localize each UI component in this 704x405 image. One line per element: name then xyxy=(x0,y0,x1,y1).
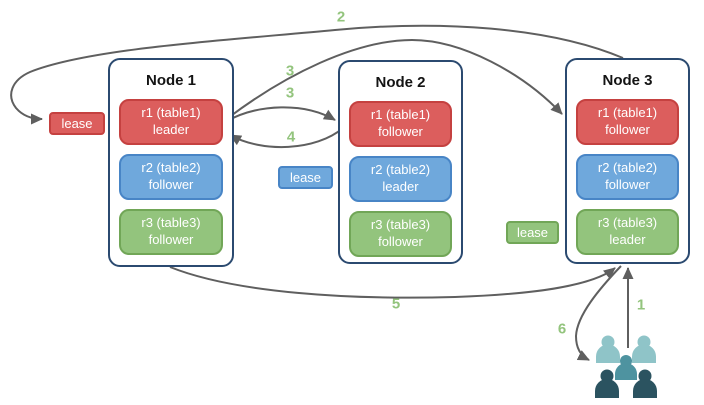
node-2-replica-r2: r2 (table2) leader xyxy=(349,156,452,202)
replica-role: leader xyxy=(152,122,190,137)
arrow-step-5 xyxy=(169,266,616,299)
node-3-replica-r1: r1 (table1) follower xyxy=(576,99,679,145)
replica-role: leader xyxy=(382,179,419,194)
replica-role: leader xyxy=(609,232,646,247)
replica-role: follower xyxy=(605,122,650,137)
node-1-replica-r2: r2 (table2) follower xyxy=(119,154,223,200)
arrow-step-6 xyxy=(574,265,622,361)
step-label-6: 6 xyxy=(557,320,567,338)
replica-label: r3 (table3) xyxy=(141,215,201,231)
node-3-replica-r2: r2 (table2) follower xyxy=(576,154,679,200)
arrow-step-2 xyxy=(10,24,624,125)
replica-role: follower xyxy=(148,177,194,192)
lease-badge-red: lease xyxy=(49,112,105,135)
step-label-1: 1 xyxy=(636,296,646,314)
node-2-replica-r1: r1 (table1) follower xyxy=(349,101,452,147)
replica-role: follower xyxy=(148,232,194,247)
arrow-step-3-to-node3 xyxy=(227,38,563,119)
lease-badge-blue: lease xyxy=(278,166,333,189)
arrow-step-3-to-node2 xyxy=(226,106,336,122)
step-label-4: 4 xyxy=(286,128,296,146)
step-label-3b: 3 xyxy=(285,84,295,102)
lease-label: lease xyxy=(289,170,322,185)
step-label-5: 5 xyxy=(391,295,401,313)
replica-role: follower xyxy=(378,124,423,139)
node-3: Node 3 r1 (table1) follower r2 (table2) … xyxy=(565,58,690,264)
replica-label: r2 (table2) xyxy=(141,160,201,176)
node-3-replica-r3: r3 (table3) leader xyxy=(576,209,679,255)
replica-role: follower xyxy=(605,177,650,192)
node-3-title: Node 3 xyxy=(602,72,653,89)
arrow-step-4 xyxy=(229,127,344,149)
replica-label: r3 (table3) xyxy=(597,215,658,231)
node-2-replica-r3: r3 (table3) follower xyxy=(349,211,452,257)
replica-label: r1 (table1) xyxy=(597,105,658,121)
users-group-icon xyxy=(595,335,657,398)
node-2-title: Node 2 xyxy=(375,74,426,91)
node-1: Node 1 r1 (table1) leader r2 (table2) fo… xyxy=(108,58,234,267)
node-1-replica-r1: r1 (table1) leader xyxy=(119,99,223,145)
step-label-3a: 3 xyxy=(285,62,295,80)
replica-label: r3 (table3) xyxy=(370,217,431,233)
lease-label: lease xyxy=(61,116,93,131)
replica-label: r2 (table2) xyxy=(370,162,431,178)
node-1-title: Node 1 xyxy=(145,72,196,89)
replica-role: follower xyxy=(378,234,423,249)
lease-badge-green: lease xyxy=(506,221,559,244)
replica-label: r2 (table2) xyxy=(597,160,658,176)
step-label-2: 2 xyxy=(336,8,346,26)
node-1-replica-r3: r3 (table3) follower xyxy=(119,209,223,255)
node-2: Node 2 r1 (table1) follower r2 (table2) … xyxy=(338,60,463,264)
replica-label: r1 (table1) xyxy=(141,105,201,121)
lease-label: lease xyxy=(516,225,549,240)
replica-label: r1 (table1) xyxy=(370,107,431,123)
